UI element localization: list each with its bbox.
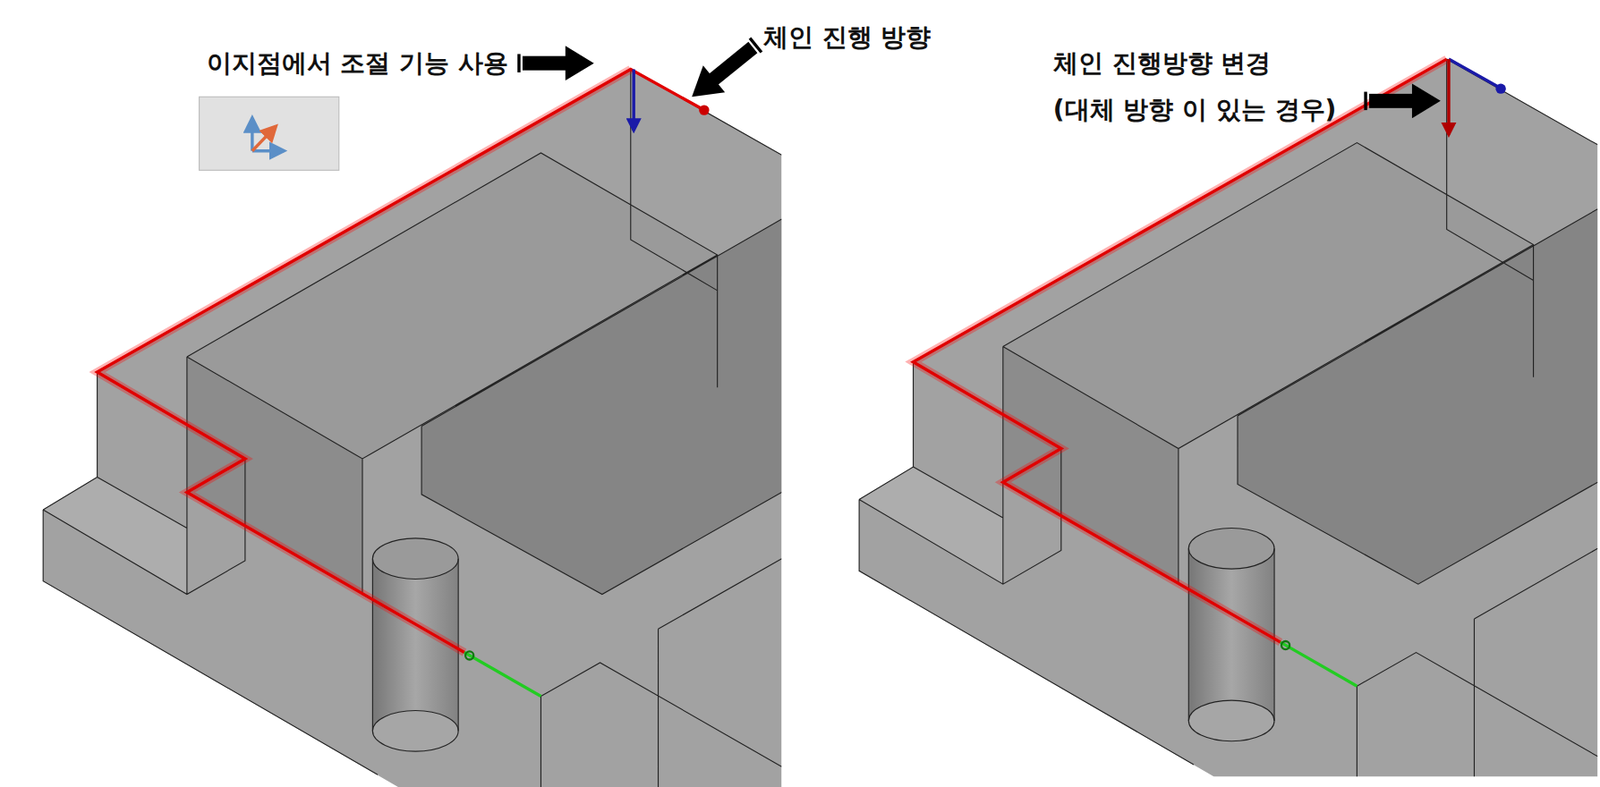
- model-right: [859, 59, 1598, 777]
- callout-label: (대체 방향 이 있는 경우): [1053, 94, 1337, 126]
- callout-label: 체인 진행 방향: [763, 22, 932, 53]
- axis-icon: [199, 96, 340, 171]
- model-left: [42, 69, 782, 787]
- callout-label: 체인 진행방향 변경: [1053, 48, 1272, 79]
- callout-label: 이지점에서 조절 기능 사용: [206, 48, 509, 79]
